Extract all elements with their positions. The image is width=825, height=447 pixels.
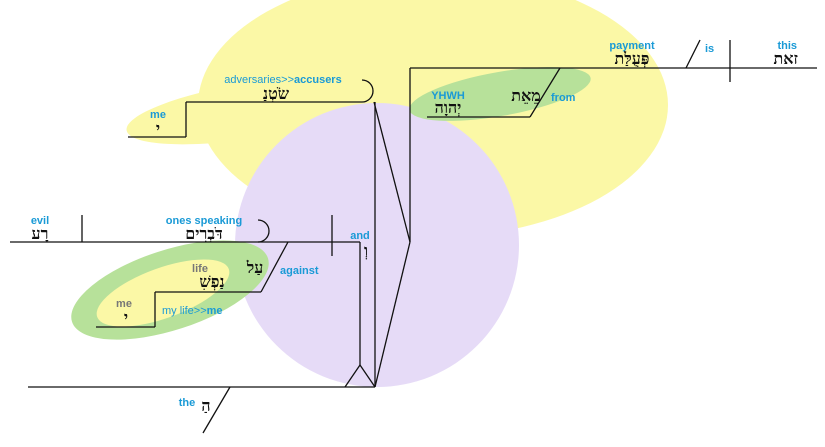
gloss-life: life (192, 263, 208, 275)
purple-circle (235, 103, 519, 387)
gloss-mylife: my life>>me (162, 305, 223, 317)
from-slant (529, 67, 561, 118)
hebrew-and: וְ (364, 241, 368, 260)
gloss-evil: evil (31, 215, 49, 227)
yellow-ellipse-accusers (126, 75, 384, 145)
gloss-and: and (350, 230, 370, 242)
yellow-ellipse-life (96, 259, 230, 327)
gloss-me-bottom: me (116, 298, 132, 310)
gloss-mylife-pre: my life>> (162, 305, 207, 317)
conj-apex-left (344, 364, 361, 388)
gloss-speaking: ones speaking (166, 215, 242, 227)
hebrew-from: מֵאֵת (511, 86, 541, 105)
gloss-payment: payment (609, 40, 655, 52)
accusers-to-conj (373, 101, 411, 243)
gloss-is: is (705, 43, 714, 55)
gloss-the: the (179, 397, 196, 409)
hebrew-yhwh: יְהוָה (435, 98, 462, 117)
accusers-hook (361, 79, 374, 103)
gloss-me-top: me (150, 109, 166, 121)
conj-slant-upper (374, 241, 411, 388)
hebrew-accusers: שֹׂטְנַ (263, 84, 290, 103)
hebrew-evil: רָע (32, 224, 49, 243)
hebrew-me-bottom: י (124, 308, 128, 327)
gloss-against: against (280, 265, 319, 277)
hebrew-against: עַל (246, 258, 264, 277)
gloss-accusers-bold: accusers (294, 74, 342, 86)
speaking-hook (257, 219, 270, 243)
hebrew-payment: פְּעֻלַּת (615, 49, 650, 68)
hebrew-life: נַפְשִׁ (199, 272, 224, 291)
hebrew-speaking: דֹּבְרִים (185, 224, 222, 243)
gloss-yhwh: YHWH (431, 90, 465, 102)
conj-apex-right (359, 364, 376, 388)
gloss-from: from (551, 92, 576, 104)
green-ellipse-from-yhwh (409, 67, 591, 121)
against-slant (260, 241, 289, 293)
hebrew-this: זאת (774, 49, 799, 68)
gloss-this: this (777, 40, 797, 52)
gloss-accusers: adversaries>>accusers (224, 74, 341, 86)
gloss-adversaries: adversaries>> (224, 74, 294, 86)
the-slant (202, 386, 231, 434)
hebrew-the: הַ (201, 396, 210, 415)
gloss-mylife-bold: me (207, 305, 223, 317)
slash-is (685, 39, 701, 69)
hebrew-me-top: י (156, 119, 160, 138)
